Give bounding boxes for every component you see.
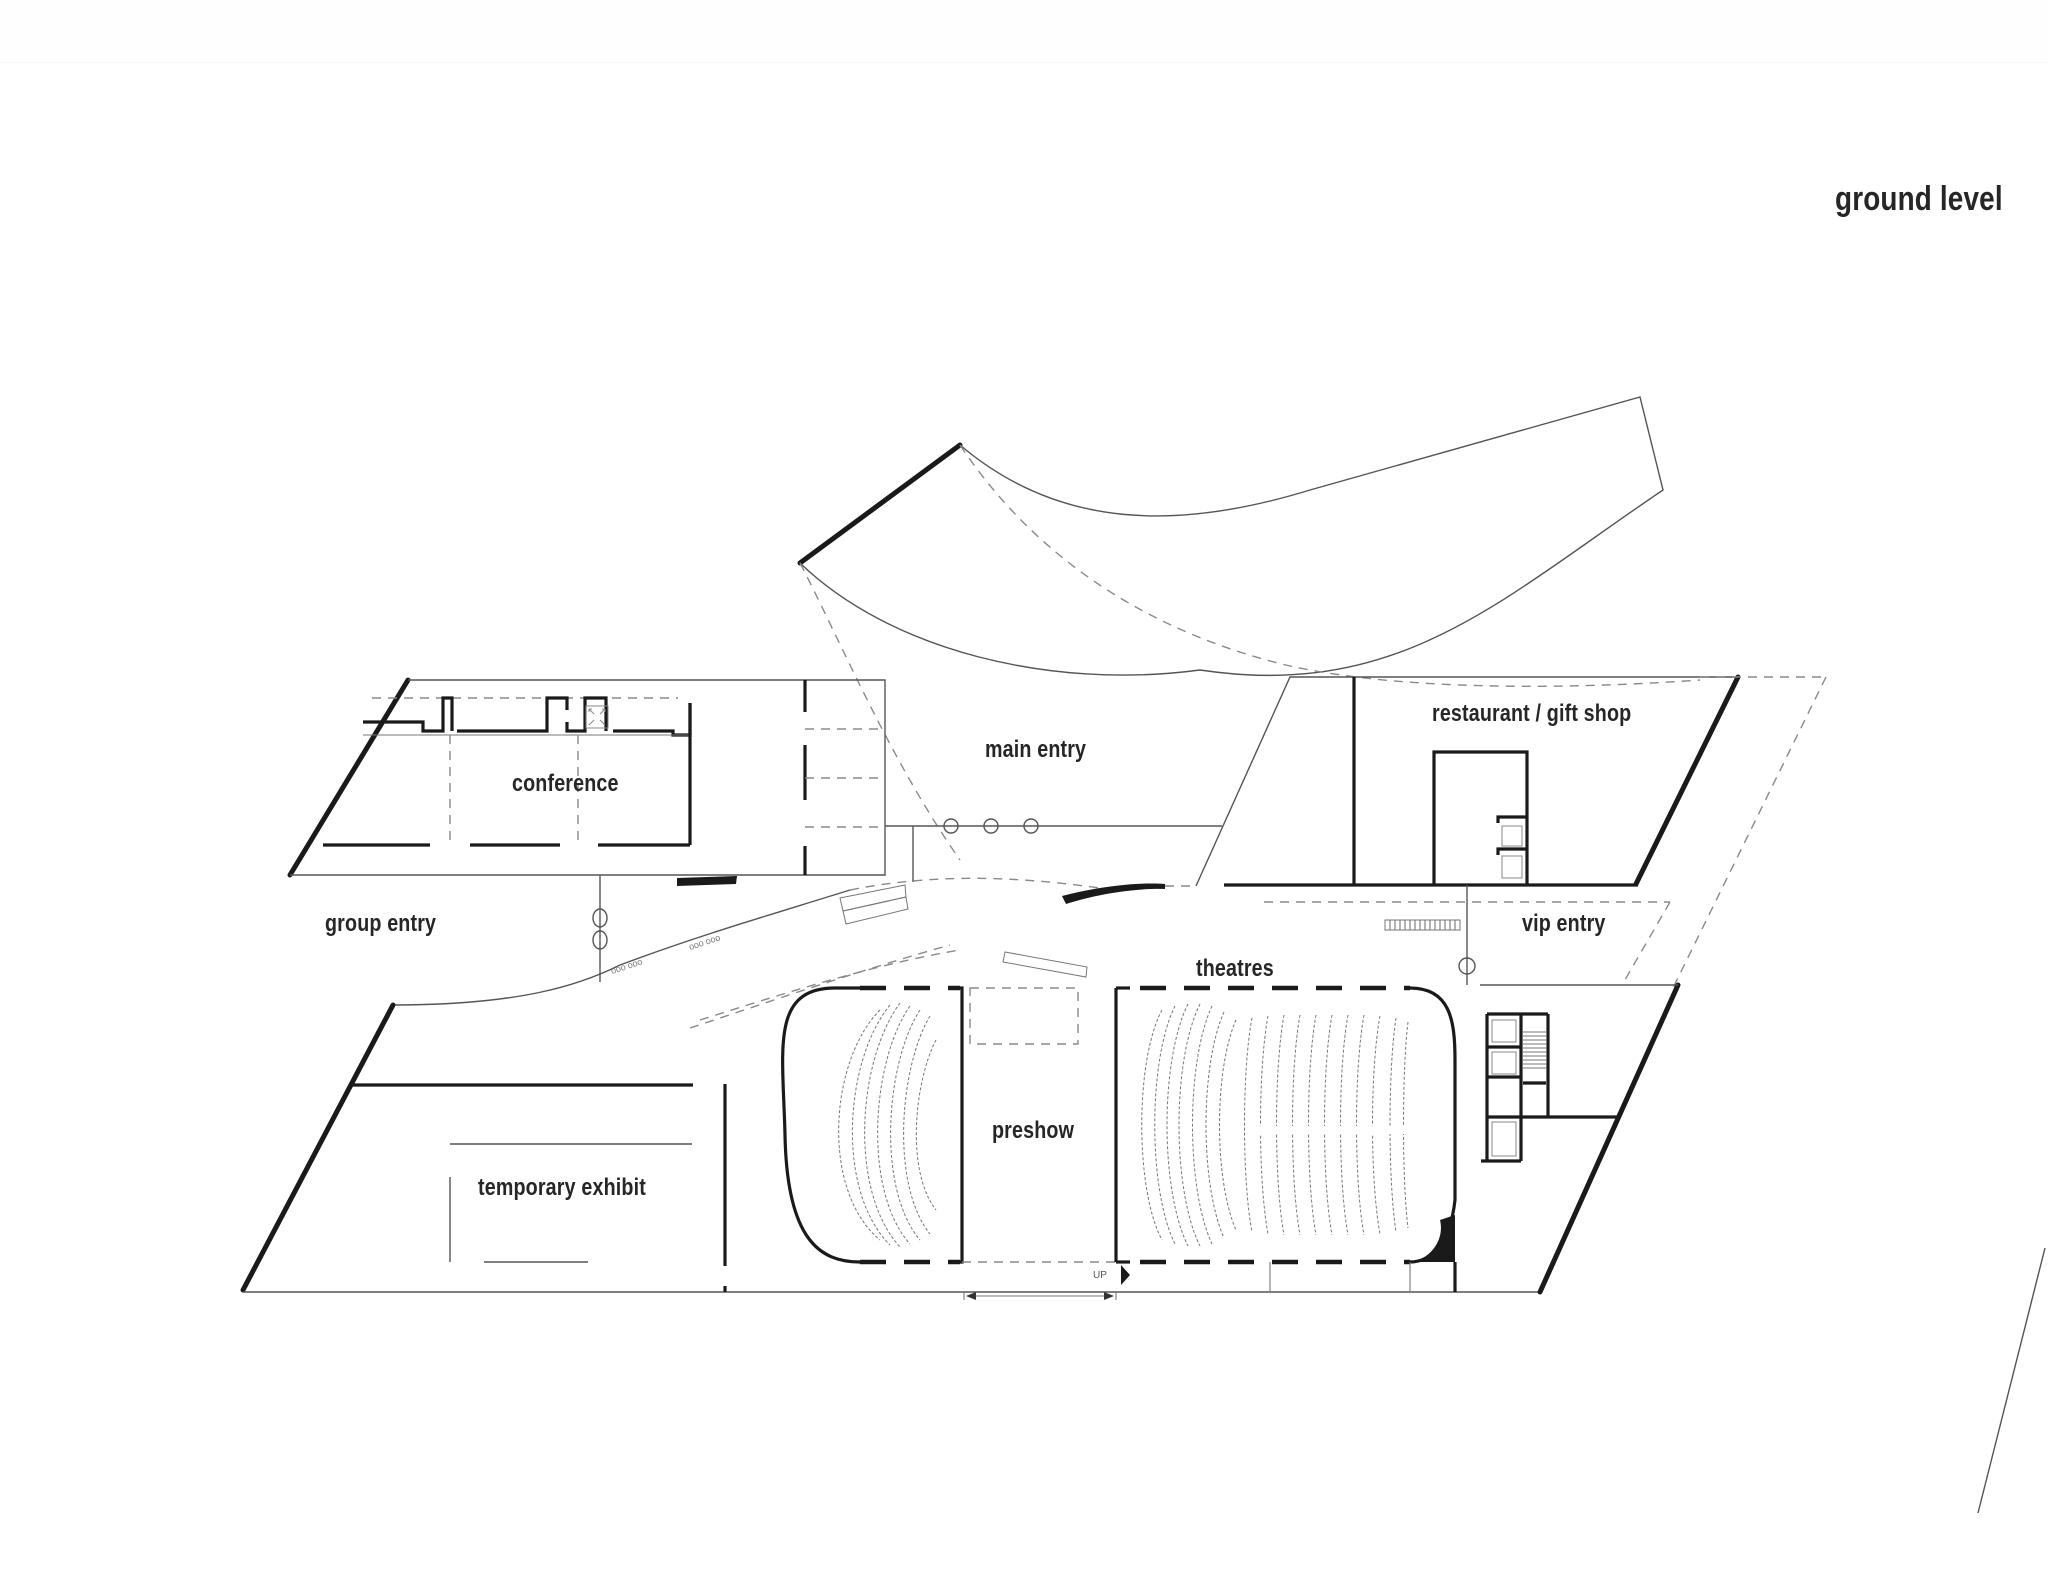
group-entry-colonnade [592, 875, 608, 982]
room-label-theatres: theatres [1196, 955, 1274, 982]
seating-west [838, 1002, 937, 1248]
room-label-group-entry: group entry [325, 910, 437, 937]
east-core [1481, 1012, 1617, 1163]
preshow-room [962, 987, 1118, 1263]
stair-up-label: UP [1093, 1270, 1107, 1281]
ramp [839, 884, 1088, 978]
seating-east-rear [1244, 1014, 1412, 1236]
main-building-outline [240, 982, 1681, 1295]
vip-entry-zone [1264, 885, 1671, 986]
temporary-exhibit-walls [352, 1083, 727, 1292]
elevator-icon [1491, 1019, 1517, 1157]
room-label-preshow: preshow [992, 1117, 1075, 1144]
seating-east-front [1141, 1003, 1237, 1247]
stair-direction-arrow [963, 1265, 1130, 1300]
elevator-icon [1501, 825, 1523, 879]
svg-text:ooo ooo: ooo ooo [610, 956, 644, 976]
site-boundary-line [1977, 1247, 2046, 1514]
room-label-restaurant-gift-shop: restaurant / gift shop [1432, 700, 1632, 727]
conference-wing [287, 677, 886, 886]
main-entry-colonnade [885, 818, 1222, 882]
sheet-title: ground level [1835, 180, 2003, 218]
theatre-east [1116, 985, 1457, 1292]
canopy-outline [797, 396, 1701, 861]
restaurant-block [1195, 674, 1827, 991]
room-label-temporary-exhibit: temporary exhibit [478, 1174, 646, 1201]
room-label-main-entry: main entry [985, 736, 1087, 763]
elevator-icon [585, 705, 609, 729]
room-label-conference: conference [512, 770, 619, 797]
theatre-west [781, 985, 964, 1265]
room-label-vip-entry: vip entry [1522, 910, 1606, 937]
sheet-top-band [0, 0, 2048, 63]
